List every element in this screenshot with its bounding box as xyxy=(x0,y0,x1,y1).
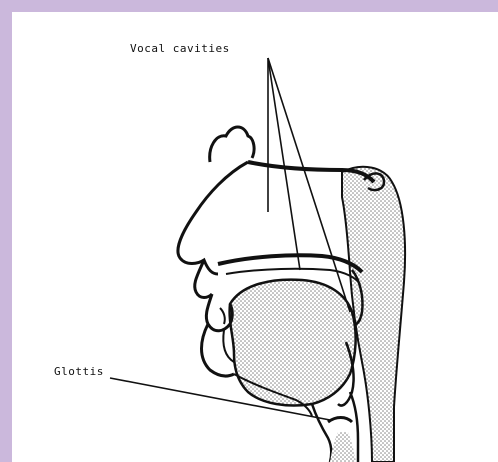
vocal-cavities-label: Vocal cavities xyxy=(130,42,230,55)
leader-line-pharynx xyxy=(268,58,350,312)
vocal-tract-diagram xyxy=(12,12,498,462)
vocal-folds xyxy=(328,418,352,423)
glottis-label: Glottis xyxy=(54,365,104,378)
larynx-front xyxy=(312,404,331,462)
lower-lip xyxy=(206,294,232,331)
tongue xyxy=(230,280,356,406)
leader-line-oral xyxy=(268,58,300,270)
nasal-bone-outline xyxy=(210,127,254,162)
upper-lip xyxy=(195,260,212,298)
nose-profile xyxy=(178,162,248,274)
lower-teeth xyxy=(220,308,225,324)
trachea-stipple xyxy=(330,432,356,462)
figure-sheet: Vocal cavities Glottis xyxy=(12,12,498,462)
